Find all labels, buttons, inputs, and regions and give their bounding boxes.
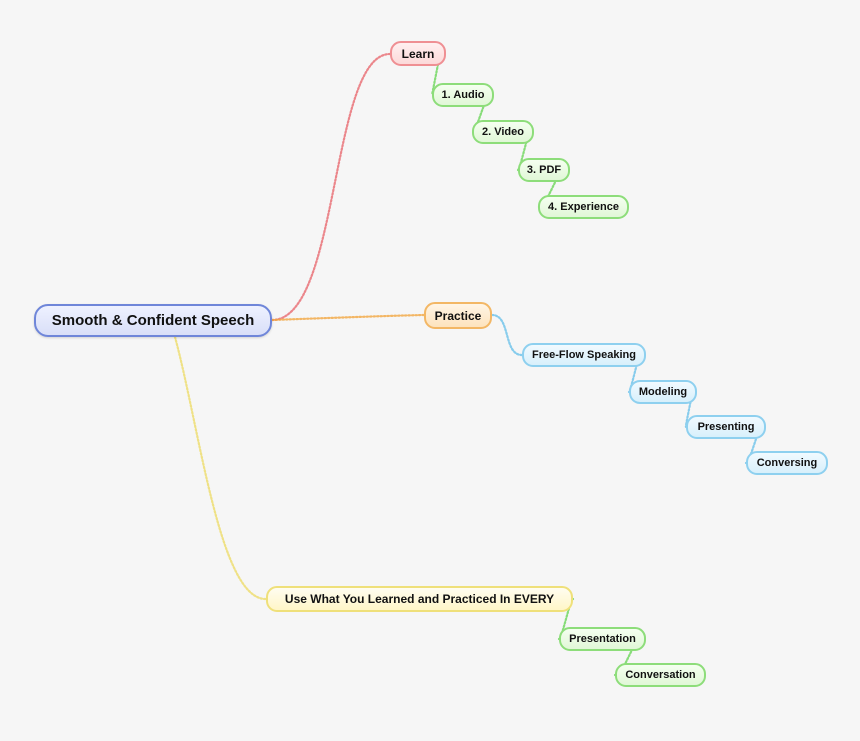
leaf-node-experience[interactable]: 4. Experience <box>538 195 629 219</box>
leaf-node-video[interactable]: 2. Video <box>472 120 534 144</box>
connector-practice-freeflow <box>490 313 524 357</box>
connector-root-practice <box>270 313 426 322</box>
leaf-node-conversation[interactable]: Conversation <box>615 663 706 687</box>
leaf-node-presentation[interactable]: Presentation <box>559 627 646 651</box>
leaf-node-pdf[interactable]: 3. PDF <box>518 158 570 182</box>
root-node[interactable]: Smooth & Confident Speech <box>34 304 272 337</box>
branch-node-practice[interactable]: Practice <box>424 302 492 329</box>
branch-node-learn[interactable]: Learn <box>390 41 446 66</box>
leaf-node-audio[interactable]: 1. Audio <box>432 83 494 107</box>
leaf-node-modeling[interactable]: Modeling <box>629 380 697 404</box>
connector-root-use-every <box>173 335 268 601</box>
leaf-node-free-flow-speaking[interactable]: Free-Flow Speaking <box>522 343 646 367</box>
branch-node-use-every[interactable]: Use What You Learned and Practiced In EV… <box>266 586 573 612</box>
leaf-node-conversing[interactable]: Conversing <box>746 451 828 475</box>
connector-root-learn <box>270 52 392 322</box>
leaf-node-presenting[interactable]: Presenting <box>686 415 766 439</box>
